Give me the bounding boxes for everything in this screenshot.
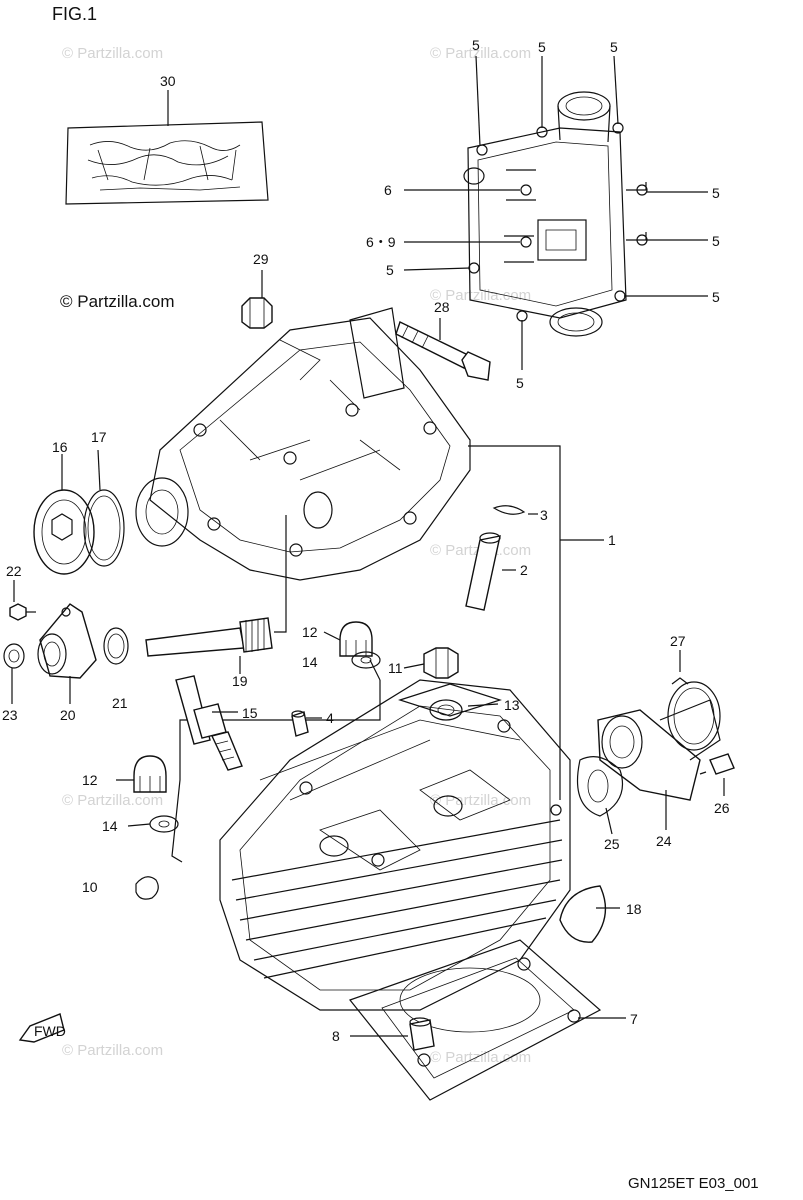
- label-3: 3: [540, 507, 548, 523]
- label-14: 14: [102, 818, 118, 834]
- label-19: 19: [232, 673, 248, 689]
- part-24-intake-pipe: [597, 699, 721, 801]
- label-15: 15: [242, 705, 258, 721]
- label-18: 18: [626, 901, 642, 917]
- fwd-label: FWD: [34, 1023, 66, 1039]
- label-11: 11: [388, 660, 403, 676]
- label-5: 5: [386, 262, 394, 278]
- part-25-gasket: [576, 756, 624, 817]
- part-4-dowel: [291, 710, 309, 737]
- label-27: 27: [670, 633, 686, 649]
- label-24: 24: [656, 833, 672, 849]
- label-28: 28: [434, 299, 450, 315]
- watermark: © Partzilla.com: [62, 792, 163, 809]
- valve-cover-top: [463, 91, 648, 337]
- label-7: 7: [630, 1011, 638, 1027]
- label-5: 5: [712, 233, 720, 249]
- part-20-tach-housing: [37, 603, 97, 679]
- part-10-plug: [135, 876, 159, 900]
- part-19-tach-gear: [145, 617, 273, 657]
- part-14-washer-lower: [149, 815, 179, 833]
- label-16: 16: [52, 439, 68, 455]
- label-25: 25: [604, 836, 620, 852]
- label-2: 2: [520, 562, 528, 578]
- leader-lines: [171, 445, 604, 863]
- part-27-clamp: [667, 677, 721, 751]
- copyright-text: © Partzilla.com: [60, 292, 175, 311]
- label-6-9: 6・9: [366, 234, 396, 250]
- figure-title: FIG.1: [52, 4, 98, 24]
- part-30-gasket-set: [65, 121, 269, 205]
- label-8: 8: [332, 1028, 340, 1044]
- callout-leaders: [11, 55, 725, 1037]
- label-29: 29: [253, 251, 269, 267]
- label-5: 5: [712, 185, 720, 201]
- label-5: 5: [516, 375, 524, 391]
- part-8-dowel: [409, 1017, 435, 1051]
- part-14-washer-upper: [351, 651, 381, 669]
- label-12: 12: [82, 772, 98, 788]
- label-22: 22: [6, 563, 22, 579]
- part-21-o-ring: [103, 627, 129, 665]
- watermark: © Partzilla.com: [430, 1049, 531, 1066]
- label-17: 17: [91, 429, 107, 445]
- label-5: 5: [610, 39, 618, 55]
- label-14: 14: [302, 654, 318, 670]
- callout-labels: 30 29 28 5 5 5 6 6・9 5 5 5 5 5 16 17 3 1…: [2, 37, 730, 1044]
- part-12-cap-nut-lower: [133, 755, 167, 793]
- label-26: 26: [714, 800, 730, 816]
- label-23: 23: [2, 707, 18, 723]
- part-18-cap: [559, 885, 607, 943]
- label-6: 6: [384, 182, 392, 198]
- label-21: 21: [112, 695, 128, 711]
- part-12-cap-nut-upper: [339, 621, 373, 657]
- watermark: © Partzilla.com: [62, 45, 163, 62]
- part-15-spark-plug: [175, 675, 243, 771]
- label-5: 5: [538, 39, 546, 55]
- part-3-clip: [492, 505, 526, 515]
- part-13-o-ring: [429, 699, 463, 721]
- part-7-base-gasket: [349, 939, 602, 1101]
- watermark: © Partzilla.com: [430, 792, 531, 809]
- label-4: 4: [326, 710, 334, 726]
- label-12: 12: [302, 624, 318, 640]
- part-16-cap: [33, 489, 95, 575]
- label-20: 20: [60, 707, 76, 723]
- part-28-bolt: [395, 321, 491, 381]
- cylinder-head: [135, 307, 471, 581]
- label-1: 1: [608, 532, 616, 548]
- part-26-screw: [699, 753, 735, 775]
- part-22-screw: [9, 603, 36, 621]
- fwd-arrow: FWD: [18, 1013, 66, 1043]
- label-30: 30: [160, 73, 176, 89]
- part-17-o-ring: [83, 489, 125, 567]
- label-5: 5: [712, 289, 720, 305]
- label-13: 13: [504, 697, 520, 713]
- part-2-valve-guide: [465, 532, 501, 611]
- label-5: 5: [472, 37, 480, 53]
- drawing-code: GN125ET E03_001: [628, 1175, 759, 1192]
- cylinder-block: [219, 679, 571, 1011]
- label-10: 10: [82, 879, 98, 895]
- part-11-nut: [423, 647, 459, 679]
- part-29-nut: [241, 297, 273, 329]
- watermark: © Partzilla.com: [430, 45, 531, 62]
- watermark: © Partzilla.com: [430, 287, 531, 304]
- watermark: © Partzilla.com: [62, 1042, 163, 1059]
- part-23-seal: [3, 643, 25, 669]
